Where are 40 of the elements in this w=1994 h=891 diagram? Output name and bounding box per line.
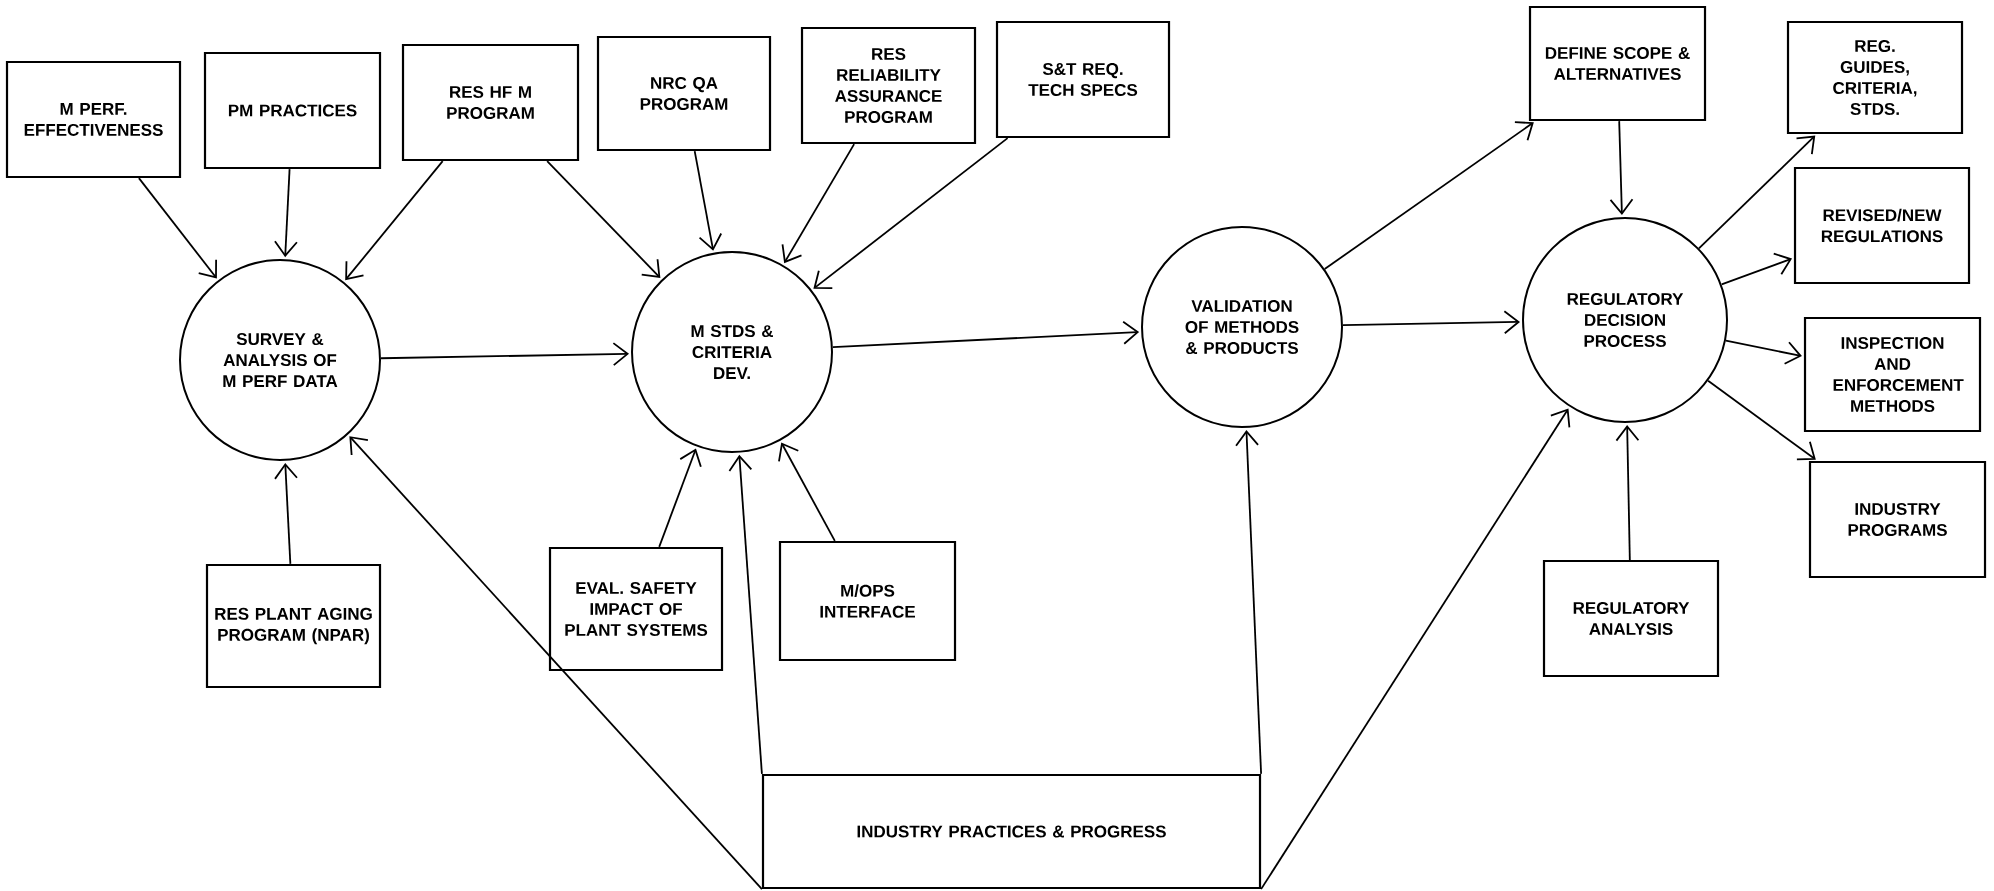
box: M/OPS INTERFACE [778,540,957,662]
box: REG. GUIDES, CRITERIA, STDS. [1786,20,1964,135]
arrow [728,454,763,775]
arrow [138,177,217,279]
arrow [274,168,298,258]
box: NRC QA PROGRAM [596,35,772,152]
arrow [1615,425,1640,561]
arrow [778,442,836,542]
box: REGULATORY ANALYSIS [1542,559,1720,678]
arrow [349,436,763,890]
arrow [1609,120,1634,216]
box: RES HF M PROGRAM [401,43,580,162]
box: M PERF. EFFECTIVENESS [5,60,182,179]
arrow [546,160,661,278]
box: EVAL. SAFETY IMPACT OF PLANT SYSTEMS [548,546,724,672]
box: INSPECTION AND ENFORCEMENT METHODS [1803,316,1982,433]
arrow [1235,429,1262,775]
arrow [1342,310,1521,335]
box: S&T REQ. TECH SPECS [995,20,1171,139]
arrow [813,137,1009,289]
arrow [1323,121,1534,270]
arrow [345,160,444,281]
arrow [274,462,298,565]
box: DEFINE SCOPE & ALTERNATIVES [1528,5,1707,122]
arrow [1260,408,1571,890]
box: PM PRACTICES [203,51,382,170]
arrow [693,150,723,251]
arrow [1707,379,1816,461]
arrow [832,320,1140,348]
arrow [1698,135,1816,250]
box: REVISED/NEW REGULATIONS [1793,166,1971,285]
box: RES PLANT AGING PROGRAM (NPAR) [205,563,382,689]
arrow [380,342,630,366]
arrow [781,143,856,264]
arrow [1725,339,1802,365]
arrow [658,448,702,548]
box: INDUSTRY PROGRAMS [1808,460,1987,579]
box: INDUSTRY PRACTICES & PROGRESS [761,773,1262,890]
arrow [1720,252,1793,286]
box: RES RELIABILITY ASSURANCE PROGRAM [800,26,977,145]
